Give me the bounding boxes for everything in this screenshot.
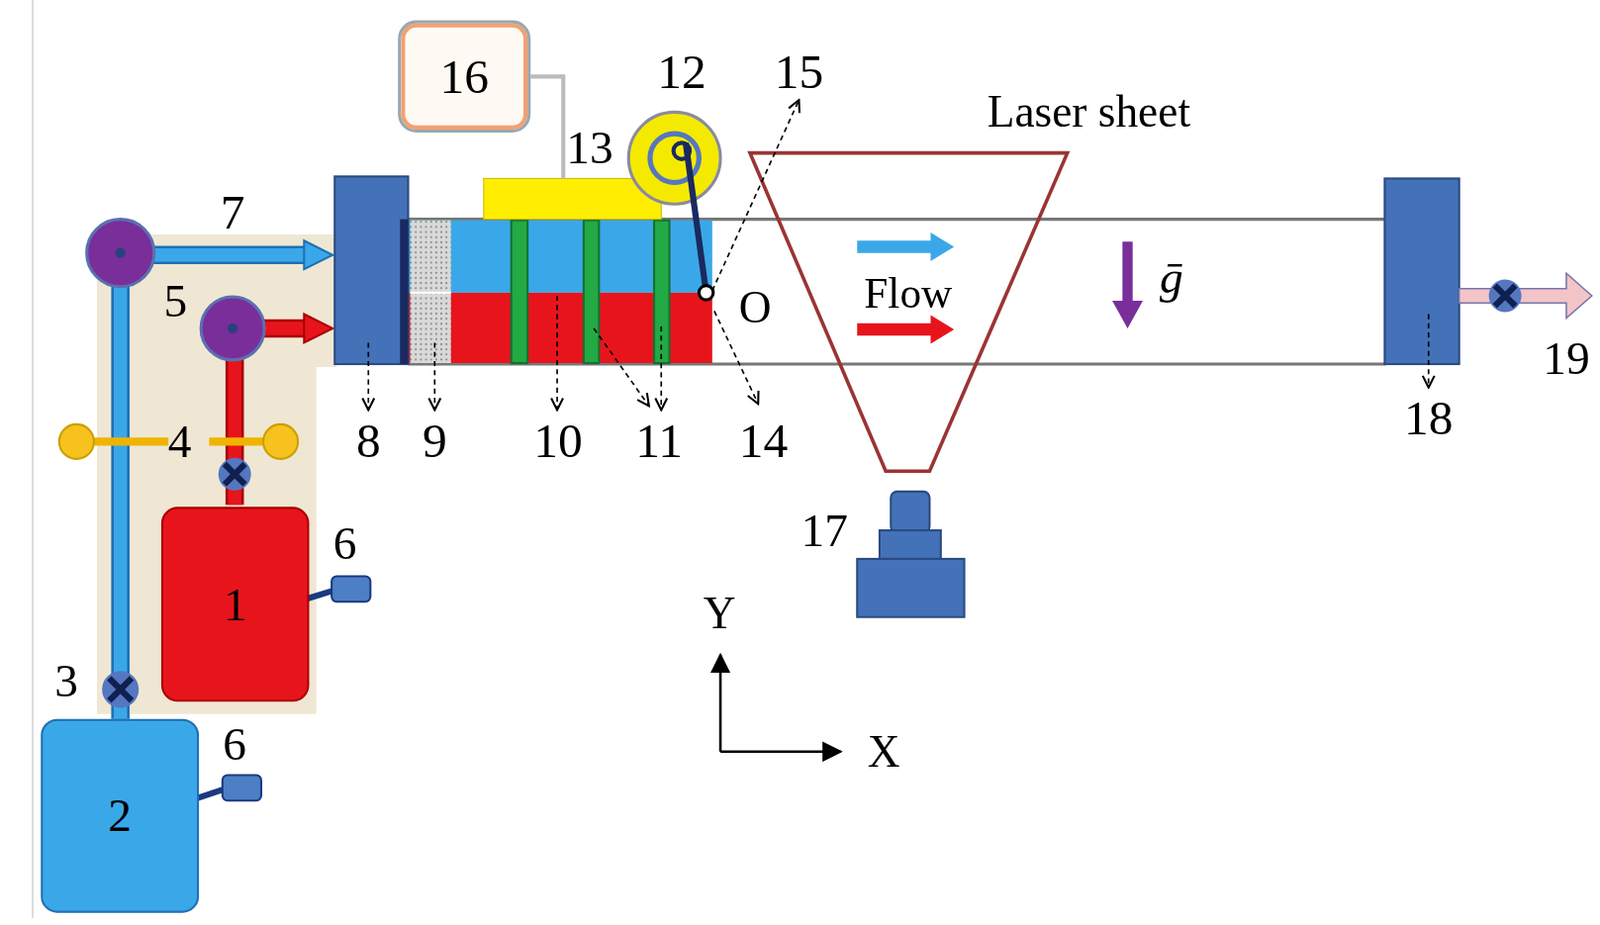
callout-number: 3 [54,658,79,705]
honeycomb [511,220,670,364]
flow-label: Flow [863,272,952,315]
callout-number: 4 [168,418,192,466]
grid [410,220,452,364]
inlet-tank [334,176,408,365]
splitter-plate [685,142,707,293]
border-line [31,0,34,919]
gravity-arrow [1112,241,1143,329]
callout-number: 17 [801,506,848,554]
flow-arrow [856,315,954,345]
callout-number: 9 [422,416,448,466]
callout-number: 14 [739,416,789,466]
pump [200,296,265,361]
axis-label: X [867,730,901,775]
callout-number: 10 [533,416,583,466]
outlet-tank [1384,178,1459,365]
cable [530,76,564,179]
callout-number: 7 [220,188,246,237]
gravity-label: ḡ [1159,254,1184,301]
callout-number: 13 [565,124,613,172]
pump [87,219,155,287]
origin-point [698,285,713,300]
title-label: Laser sheet [987,90,1191,135]
callout-number: 15 [774,46,825,95]
controller-box: 16 [397,20,531,133]
blue-pipe [120,240,334,719]
fresh-water-tank: 2 [40,719,199,914]
callout-number: 8 [356,416,381,466]
callout-number: 11 [635,416,683,466]
axis-origin: O [739,285,772,331]
valve [218,458,252,491]
motor-reel [628,111,721,204]
laser-sheet [750,153,1068,472]
background-panel [96,234,337,715]
flow-arrow [856,232,954,262]
outlet-pipe [1459,273,1593,318]
inlet-plate [399,219,408,365]
node-label: 16 [439,52,489,101]
callout-number: 6 [333,520,358,567]
camera [856,491,964,618]
leader-line [368,99,1428,410]
axis-label: Y [703,591,737,637]
callout-number: 6 [222,721,247,768]
callout-number: 5 [164,277,189,324]
grid [410,291,452,294]
callout-number: 19 [1542,335,1590,382]
valve [101,670,139,708]
splitter-plate-drive [483,178,661,219]
node-label: 2 [107,792,132,840]
saline-tank: 1 [161,506,310,702]
axes [720,655,842,753]
node-label: 1 [223,580,248,628]
callout-number: 18 [1404,393,1454,443]
callout-number: 12 [657,46,707,95]
